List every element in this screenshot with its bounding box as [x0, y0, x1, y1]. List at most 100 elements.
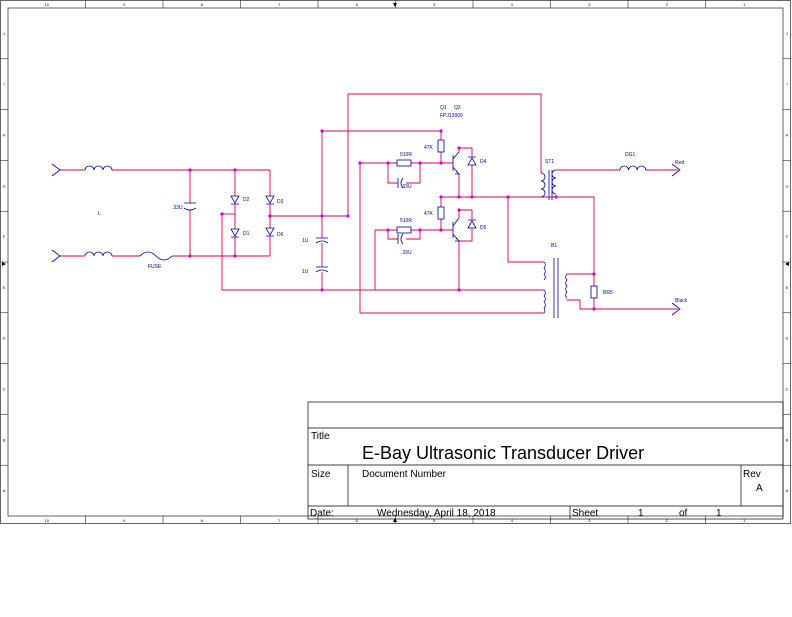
junction-dot: [358, 161, 362, 165]
junction-dot: [233, 254, 237, 258]
diode-d1: [230, 228, 240, 238]
column-label-top: 5: [433, 2, 436, 7]
label-b1: B1: [551, 243, 557, 249]
transformer-st1: [540, 169, 557, 200]
column-label-bottom: 7: [278, 518, 281, 523]
column-label-top: 10: [45, 2, 50, 7]
input-connector-bottom: [51, 249, 61, 263]
sheet-value: 1: [638, 508, 644, 519]
diode-d5: [467, 219, 477, 229]
junction-dot: [418, 161, 422, 165]
column-label-bottom: 6: [356, 518, 359, 523]
resistor-br5: [590, 285, 598, 299]
date-value: Wednesday, April 18, 2018: [377, 508, 496, 519]
row-label-right: G: [785, 183, 788, 188]
label-l: L: [98, 211, 101, 217]
size-label: Size: [311, 469, 331, 480]
inductor-dg1: [619, 165, 647, 171]
label-d3: D3: [277, 199, 284, 205]
transistor-q2: [452, 217, 460, 242]
bottom-center-marker: [393, 518, 397, 522]
junction-dot: [439, 129, 443, 133]
column-label-bottom: 3: [588, 518, 591, 523]
column-label-top: 7: [278, 2, 281, 7]
label-cap-1u-top: 1U: [302, 238, 309, 244]
column-label-bottom: 2: [666, 518, 669, 523]
column-label-bottom: 4: [511, 518, 514, 523]
row-label-right: J: [786, 31, 788, 36]
junction-dot: [457, 195, 461, 199]
row-label-right: A: [786, 488, 789, 493]
resistor-510r-bottom: [396, 226, 412, 234]
label-r-510r-top: 510R: [400, 152, 412, 158]
junction-dot: [554, 195, 558, 199]
column-label-bottom: 10: [45, 518, 50, 523]
junction-dot: [188, 254, 192, 258]
diode-d4: [467, 156, 477, 166]
column-label-top: 6: [356, 2, 359, 7]
column-label-top: 2: [666, 2, 669, 7]
rev-label: Rev: [743, 469, 761, 480]
inductor-l-bottom: [84, 251, 113, 257]
label-output-black: Black: [675, 298, 688, 304]
junction-dot: [233, 168, 237, 172]
row-label-left: F: [3, 234, 6, 239]
capacitor-33u-top: [397, 177, 404, 189]
junction-dot: [220, 212, 224, 216]
label-r-510r-bottom: 510R: [400, 218, 412, 224]
label-d5: D5: [480, 225, 487, 231]
row-label-left: I: [3, 82, 4, 87]
label-fuse: FUSE: [148, 264, 162, 270]
row-label-left: A: [3, 488, 6, 493]
label-st1: ST1: [545, 159, 554, 165]
column-label-bottom: 1: [743, 518, 746, 523]
capacitor-1u-bottom: [315, 266, 329, 273]
row-label-left: D: [3, 336, 6, 341]
junction-dot: [320, 129, 324, 133]
capacitor-33u-bottom: [397, 233, 404, 245]
rev-value: A: [756, 483, 763, 494]
input-connector-top: [51, 163, 61, 177]
label-cap-1u-bottom: 1U: [302, 269, 309, 275]
column-label-top: 3: [588, 2, 591, 7]
column-label-top: 9: [123, 2, 126, 7]
diode-d6: [265, 227, 275, 237]
junction-dot: [386, 228, 390, 232]
transistor-q1: [452, 151, 460, 175]
junction-dot: [592, 307, 596, 311]
label-c-33u-top: .33U: [401, 184, 412, 190]
drawing-title: E-Bay Ultrasonic Transducer Driver: [362, 443, 644, 463]
junction-dot: [320, 214, 324, 218]
row-label-right: H: [786, 133, 789, 138]
top-center-marker: [393, 3, 397, 7]
row-label-left: B: [3, 437, 6, 442]
junction-dot: [470, 195, 474, 199]
label-d2: D2: [243, 197, 250, 203]
row-label-left: E: [3, 285, 6, 290]
row-label-right: D: [786, 336, 789, 341]
title-label: Title: [311, 431, 330, 442]
label-d4: D4: [480, 159, 487, 165]
junction-dot: [346, 214, 350, 218]
resistor-47k-bottom: [437, 206, 445, 220]
label-q1: Q1: [440, 105, 447, 111]
diode-d2: [230, 195, 240, 205]
row-label-left: H: [3, 133, 6, 138]
right-center-marker: [785, 262, 789, 266]
junction-dot: [457, 208, 461, 212]
row-label-left: G: [2, 183, 5, 188]
diode-d3: [265, 195, 275, 205]
document-number-label: Document Number: [362, 469, 447, 480]
junction-dot: [320, 288, 324, 292]
row-label-right: C: [786, 387, 789, 392]
junction-dot: [439, 195, 443, 199]
output-connector-black: [671, 302, 681, 316]
row-label-right: F: [786, 234, 789, 239]
sheet-label: Sheet: [572, 508, 598, 519]
row-label-right: I: [786, 82, 787, 87]
of-label: of: [679, 508, 688, 519]
input-capacitor: [183, 202, 197, 211]
row-label-right: B: [786, 437, 789, 442]
label-d6: D6: [277, 232, 284, 238]
